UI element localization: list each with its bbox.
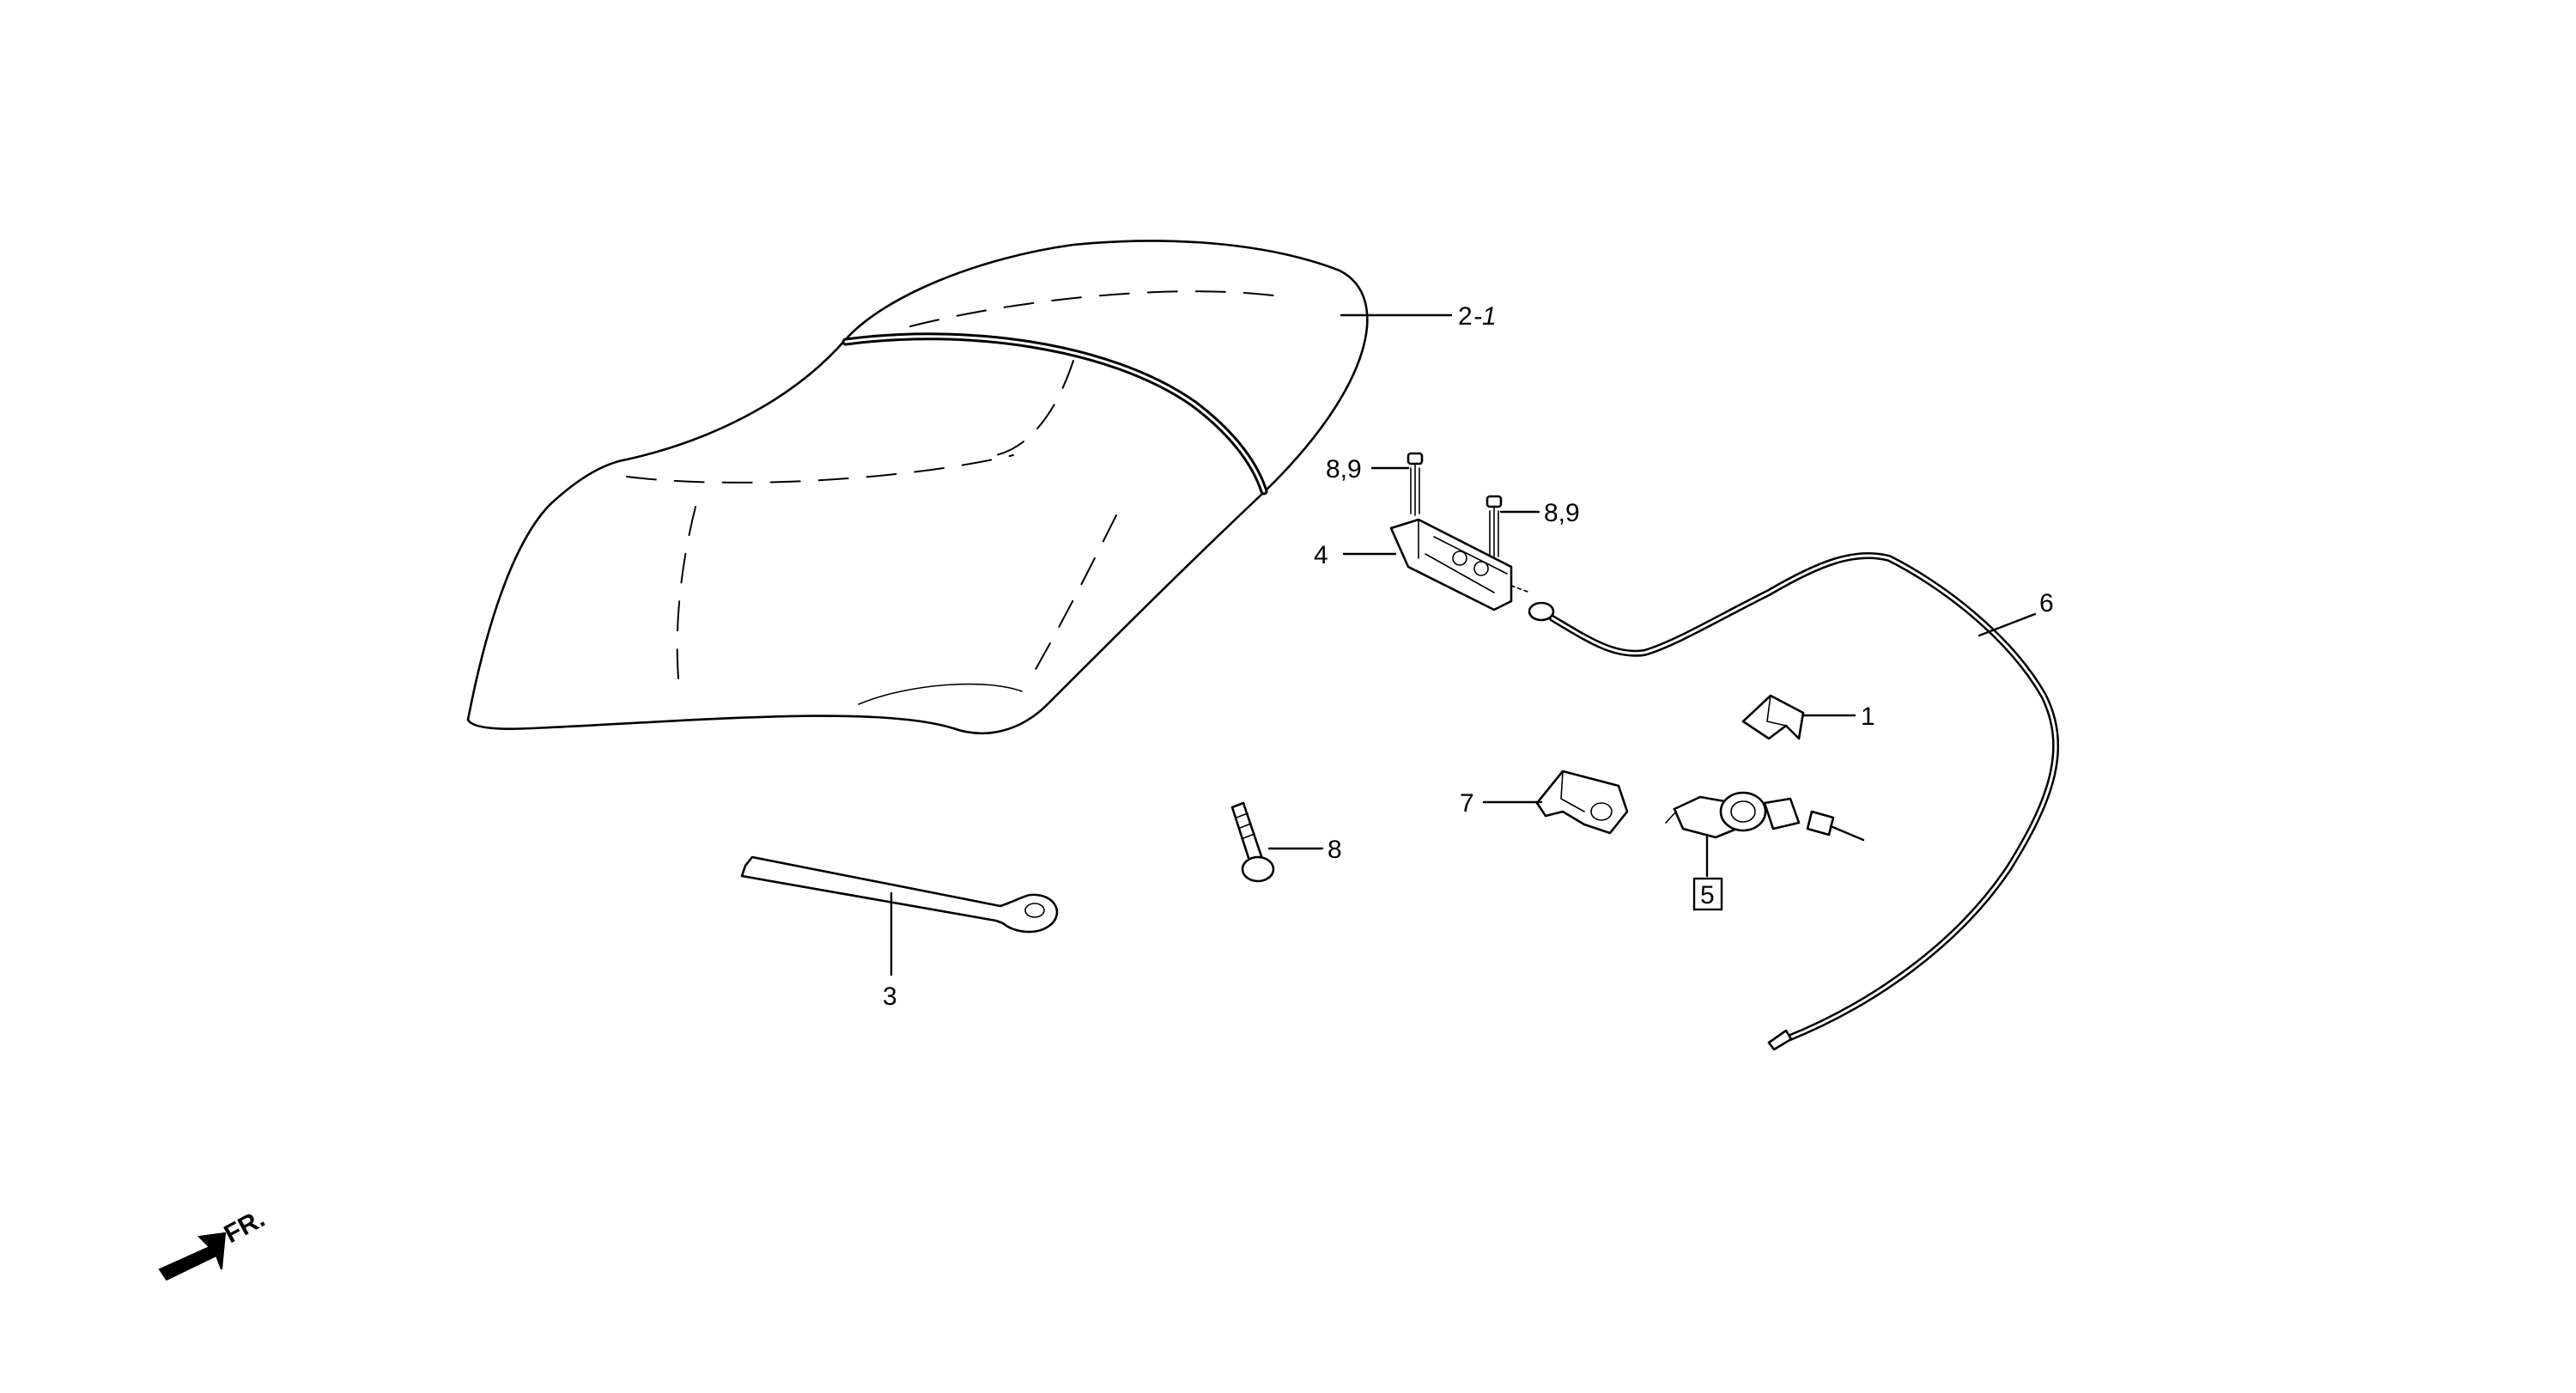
callout-8-9-left: 8,9: [1326, 455, 1362, 484]
seat-lock-cable: [1549, 552, 2060, 1051]
callout-7: 7: [1460, 789, 1474, 818]
key-set: [1665, 791, 1865, 842]
seat-stay: [740, 855, 1059, 934]
bolt: [1230, 801, 1275, 883]
callout-3: 3: [883, 982, 897, 1011]
callout-5: 5: [1700, 881, 1715, 909]
callout-4: 4: [1314, 541, 1328, 569]
callout-5-box: [1692, 877, 1723, 911]
callout-2: 2: [1458, 302, 1473, 331]
callout-1: 1: [1861, 703, 1875, 731]
seat: [466, 240, 1369, 735]
callout-8: 8: [1327, 836, 1342, 864]
hinge: [1389, 452, 1555, 622]
direction-label: FR.: [220, 1204, 270, 1249]
callout-6: 6: [2039, 589, 2054, 617]
front-arrow-icon: [158, 1232, 227, 1281]
callout-2-mark: -1: [1473, 302, 1497, 331]
callout-8-9-right: 8,9: [1544, 499, 1580, 527]
leader-6: [1978, 612, 2037, 637]
bracket: [1535, 769, 1629, 835]
clip: [1741, 694, 1805, 740]
